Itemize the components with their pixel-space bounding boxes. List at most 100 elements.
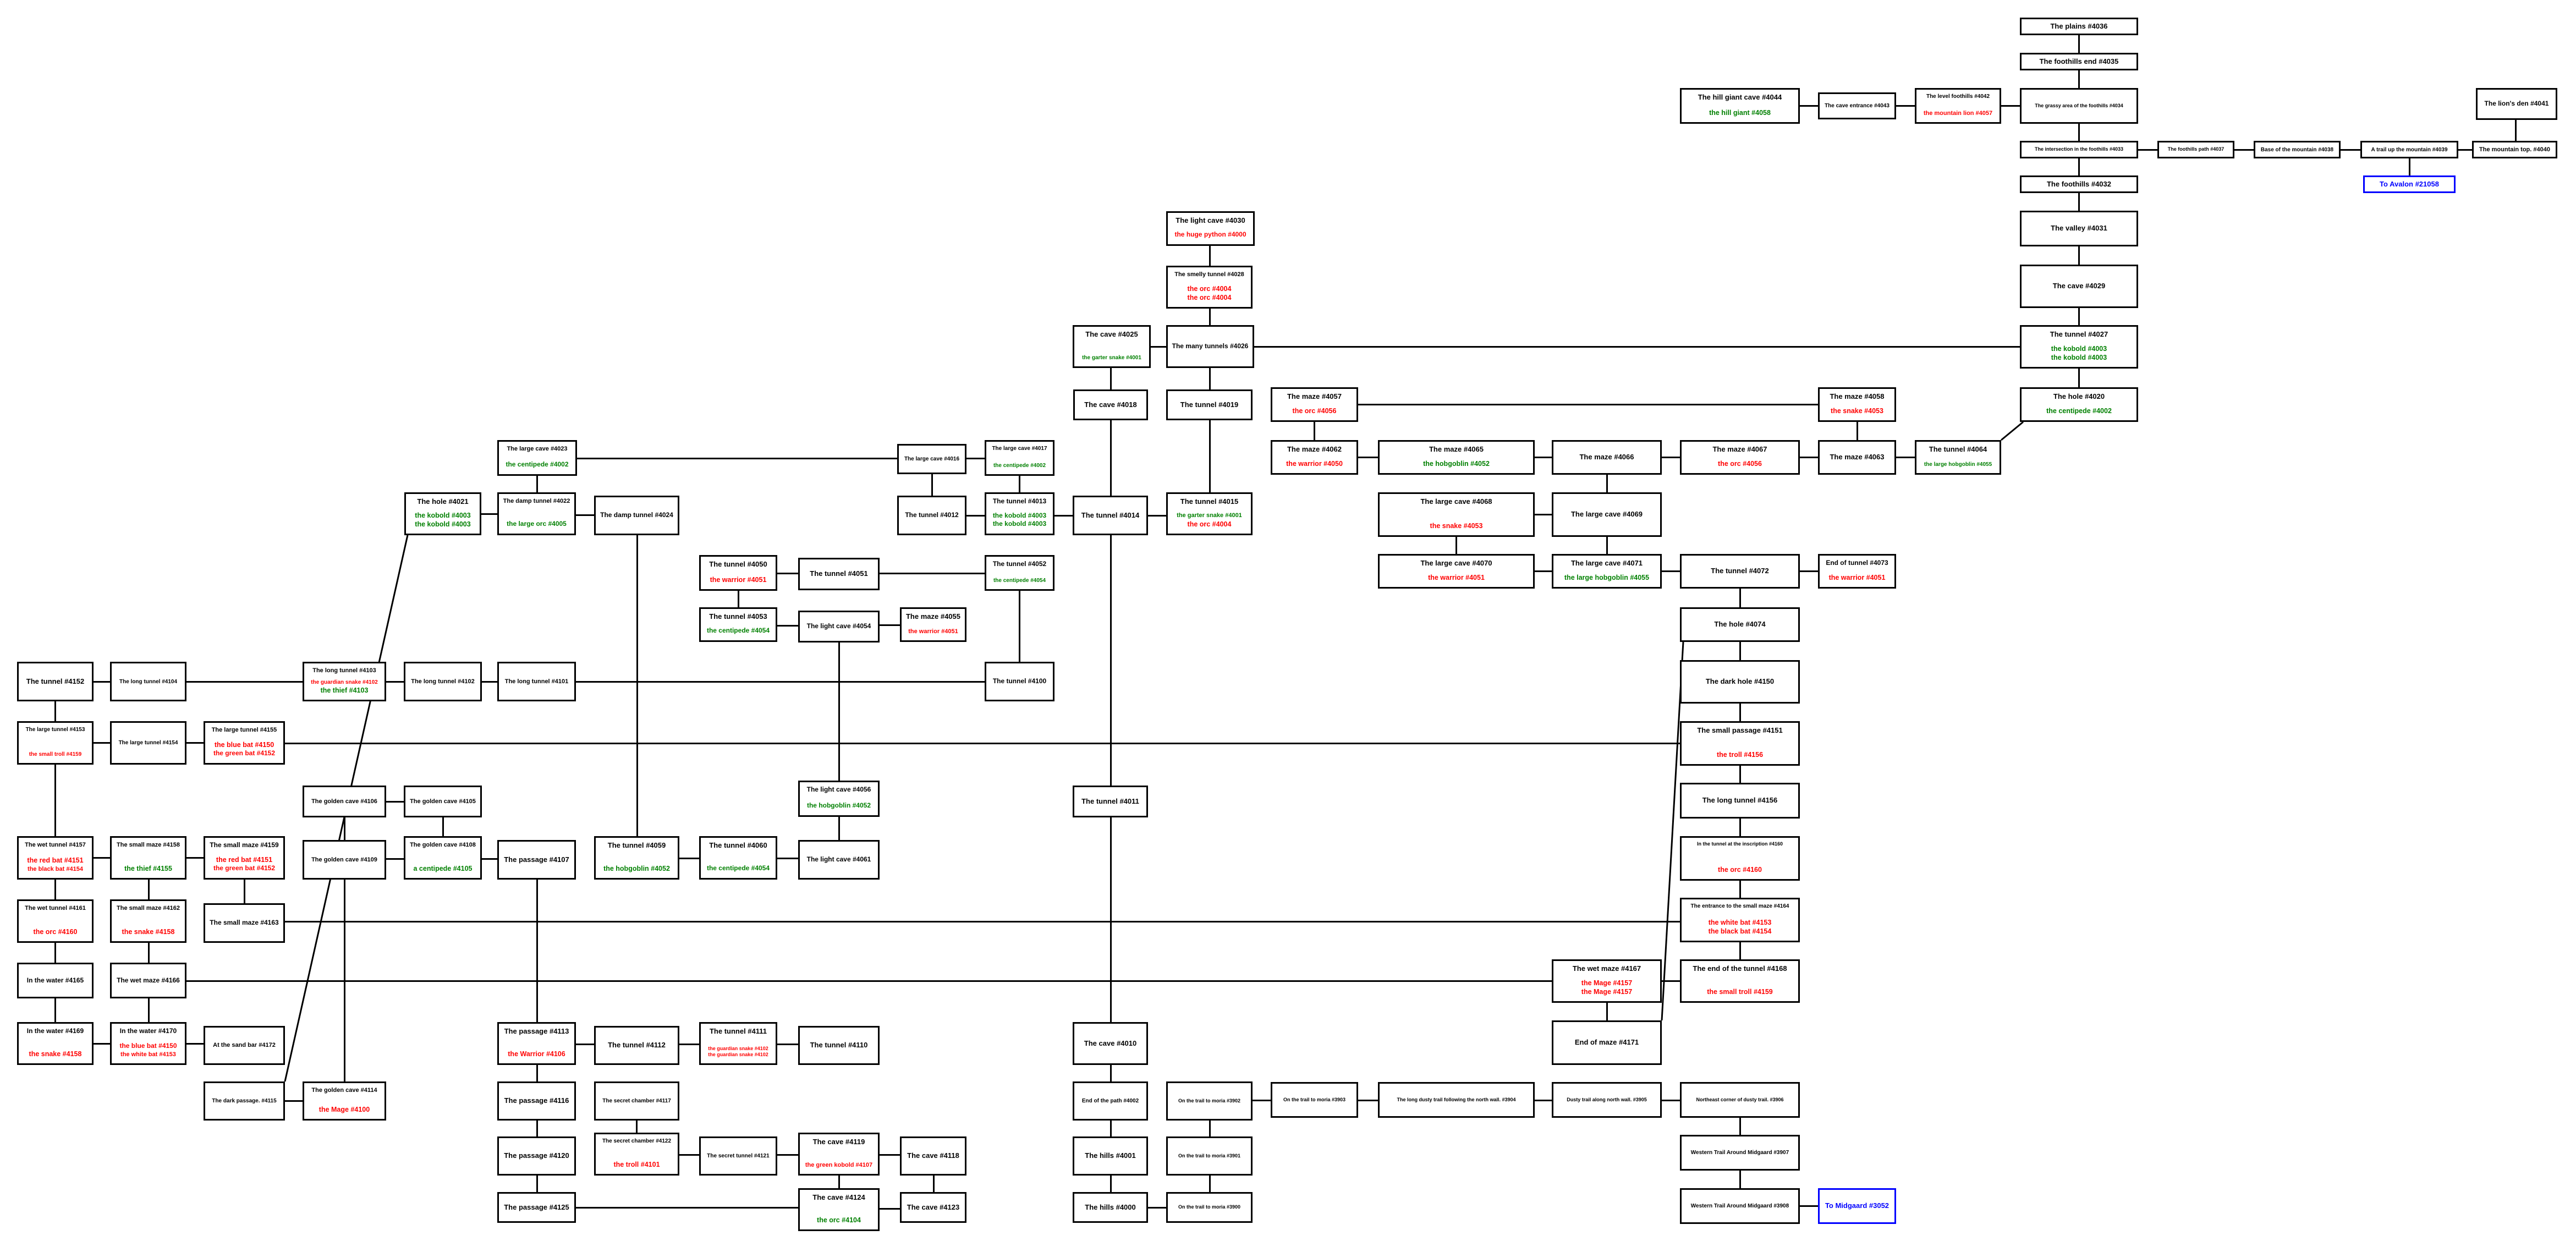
room-4039[interactable]: A trail up the mountain #4039 [2360, 141, 2458, 158]
room-4011[interactable]: The tunnel #4011 [1073, 786, 1148, 817]
room-4171[interactable]: End of maze #4171 [1552, 1020, 1662, 1065]
room-4018[interactable]: The cave #4018 [1073, 389, 1148, 420]
room-4002[interactable]: End of the path #4002 [1073, 1081, 1148, 1121]
room-4150[interactable]: The dark hole #4150 [1680, 660, 1800, 704]
room-4110[interactable]: The tunnel #4110 [798, 1026, 880, 1065]
room-4121[interactable]: The secret tunnel #4121 [699, 1136, 777, 1176]
room-4000[interactable]: The hills #4000 [1073, 1192, 1148, 1223]
room-21058[interactable]: To Avalon #21058 [2363, 175, 2456, 193]
room-4016[interactable]: The large cave #4016 [897, 444, 966, 474]
room-4156[interactable]: The long tunnel #4156 [1680, 783, 1800, 819]
room-4123[interactable]: The cave #4123 [900, 1192, 966, 1223]
room-4031[interactable]: The valley #4031 [2020, 211, 2138, 246]
room-3906[interactable]: Northeast corner of dusty trail. #3906 [1680, 1082, 1800, 1118]
room-4163[interactable]: The small maze #4163 [204, 903, 285, 943]
room-4061[interactable]: The light cave #4061 [798, 840, 880, 880]
room-4032[interactable]: The foothills #4032 [2020, 175, 2138, 193]
room-4038[interactable]: Base of the mountain #4038 [2254, 141, 2341, 158]
room-4117[interactable]: The secret chamber #4117 [594, 1081, 679, 1121]
room-4054[interactable]: The light cave #4054 [798, 611, 880, 643]
room-4165[interactable]: In the water #4165 [17, 963, 94, 998]
room-4115[interactable]: The dark passage. #4115 [204, 1081, 285, 1121]
room-4109[interactable]: The golden cave #4109 [303, 840, 386, 880]
room-4074[interactable]: The hole #4074 [1680, 607, 1800, 642]
room-4101[interactable]: The long tunnel #4101 [497, 662, 576, 701]
room-4166[interactable]: The wet maze #4166 [110, 963, 186, 998]
room-3905[interactable]: Dusty trail along north wall. #3905 [1552, 1082, 1662, 1118]
room-4029[interactable]: The cave #4029 [2020, 265, 2138, 308]
room-3903[interactable]: On the trail to moria #3903 [1271, 1082, 1358, 1118]
room-4035[interactable]: The foothills end #4035 [2020, 53, 2138, 70]
room-4001[interactable]: The hills #4001 [1073, 1136, 1148, 1176]
room-4066[interactable]: The maze #4066 [1552, 440, 1662, 475]
room-4037[interactable]: The foothills path #4037 [2157, 141, 2234, 158]
room-4026[interactable]: The many tunnels #4026 [1166, 325, 1254, 368]
room-4024[interactable]: The damp tunnel #4024 [594, 496, 679, 535]
room-3052[interactable]: To Midgaard #3052 [1818, 1188, 1896, 1224]
room-4112[interactable]: The tunnel #4112 [594, 1026, 679, 1065]
room-4072[interactable]: The tunnel #4072 [1680, 554, 1800, 589]
room-4102[interactable]: The long tunnel #4102 [404, 662, 482, 701]
room-4105[interactable]: The golden cave #4105 [404, 786, 482, 817]
room-4019[interactable]: The tunnel #4019 [1166, 389, 1253, 420]
room-4118[interactable]: The cave #4118 [900, 1136, 966, 1176]
room-4041[interactable]: The lion's den #4041 [2476, 88, 2557, 120]
room-4100[interactable]: The tunnel #4100 [985, 662, 1054, 701]
room-3907[interactable]: Western Trail Around Midgaard #3907 [1680, 1135, 1800, 1171]
room-3908[interactable]: Western Trail Around Midgaard #3908 [1680, 1188, 1800, 1224]
room-3902[interactable]: On the trail to moria #3902 [1166, 1081, 1253, 1121]
room-4034[interactable]: The grassy area of the foothills #4034 [2020, 88, 2138, 124]
room-4040[interactable]: The mountain top. #4040 [2472, 141, 2557, 158]
room-4010[interactable]: The cave #4010 [1073, 1022, 1148, 1065]
room-4106[interactable]: The golden cave #4106 [303, 786, 386, 817]
room-3901[interactable]: On the trail to moria #3901 [1166, 1136, 1253, 1176]
room-3904[interactable]: The long dusty trail following the north… [1378, 1082, 1535, 1118]
room-4014[interactable]: The tunnel #4014 [1073, 496, 1148, 535]
room-4063[interactable]: The maze #4063 [1818, 440, 1896, 475]
room-4033[interactable]: The intersection in the foothills #4033 [2020, 141, 2138, 158]
